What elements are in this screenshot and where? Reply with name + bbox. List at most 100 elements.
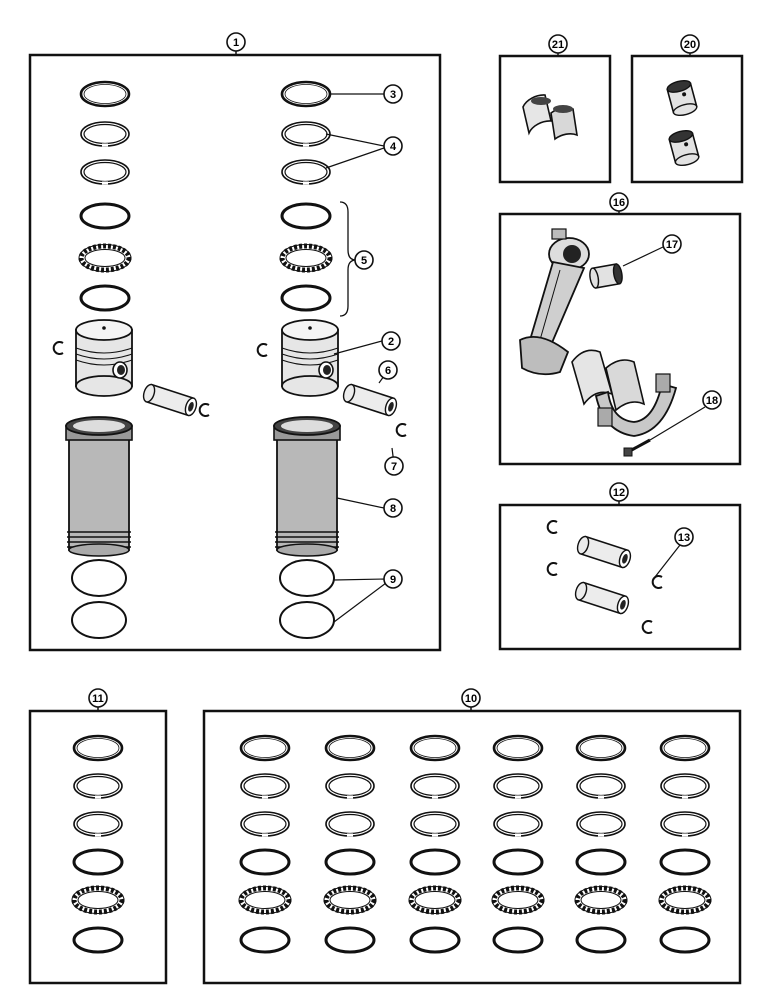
ring-set-3-ring-2 — [410, 773, 460, 799]
small-end-bushing — [589, 263, 623, 289]
bushing-upper — [666, 79, 698, 117]
callout-1: 1 — [226, 32, 246, 52]
rod-bearing-panel — [498, 52, 612, 184]
pin-retainers — [546, 520, 663, 634]
callout-12: 12 — [609, 482, 629, 502]
callout-12-label: 12 — [613, 487, 625, 499]
callout-6: 6 — [378, 360, 398, 380]
piston-pin-left — [142, 383, 198, 417]
bushing-panel — [630, 52, 744, 184]
leader-13 — [654, 544, 681, 578]
callout-17-label: 17 — [666, 239, 678, 251]
ring-set-5-ring-1 — [575, 734, 627, 762]
ring-set-6-ring-3 — [660, 811, 710, 837]
ring-set-1-ring-1 — [239, 734, 291, 762]
ring-5 — [71, 885, 125, 915]
ring-set-5-ring-3 — [576, 811, 626, 837]
piston-ring-right-6 — [280, 284, 332, 312]
callout-1-label: 1 — [233, 37, 239, 49]
callout-3: 3 — [383, 84, 403, 104]
sleeve-seal-right-2 — [279, 601, 335, 639]
retainer-right-a — [256, 343, 268, 357]
ring-set-1-ring-2 — [240, 773, 290, 799]
callout-5-label: 5 — [361, 255, 367, 267]
callout-16: 16 — [609, 192, 629, 212]
piston-right — [281, 319, 339, 397]
piston-ring-sets-panel — [202, 707, 742, 985]
ring-set-6-ring-6 — [659, 926, 711, 954]
bracket-5 — [339, 201, 357, 317]
ring-set-2-ring-5 — [323, 885, 377, 915]
callout-2-label: 2 — [388, 336, 394, 348]
callout-17: 17 — [662, 234, 682, 254]
piston-pin-2 — [574, 581, 630, 615]
piston-ring-left-6 — [79, 284, 131, 312]
callout-21-label: 21 — [552, 39, 564, 51]
cylinder-sleeve-right — [273, 416, 341, 557]
cylinder-sleeves — [65, 416, 341, 639]
piston-rings-left — [78, 80, 132, 312]
ring-set-4-ring-4 — [492, 848, 544, 876]
piston-ring-left-2 — [80, 121, 130, 147]
ring-sets-multiple — [238, 734, 712, 954]
leader-lines-box1 — [325, 93, 395, 623]
callout-21: 21 — [548, 34, 568, 54]
cylinder-sleeve-left — [65, 416, 133, 557]
piston-ring-right-3 — [281, 159, 331, 185]
ring-set-3-ring-1 — [409, 734, 461, 762]
piston-pin-right — [342, 383, 398, 417]
callout-13: 13 — [674, 527, 694, 547]
ring-4 — [72, 848, 124, 876]
connecting-rod — [519, 228, 590, 376]
callout-20: 20 — [680, 34, 700, 54]
callout-20-label: 20 — [684, 39, 696, 51]
rod-cap — [594, 373, 678, 437]
ring-2 — [73, 773, 123, 799]
ring-3 — [73, 811, 123, 837]
retainer-right-b — [395, 423, 407, 437]
pin-retainer-1 — [546, 520, 558, 534]
ring-set-5-ring-6 — [575, 926, 627, 954]
ring-set-5-ring-4 — [575, 848, 627, 876]
ring-set-6-ring-1 — [659, 734, 711, 762]
ring-set-4-ring-2 — [493, 773, 543, 799]
ring-set-1-ring-5 — [238, 885, 292, 915]
piston-ring-right-1 — [280, 80, 332, 108]
ring-set-4-ring-1 — [492, 734, 544, 762]
callout-5: 5 — [354, 250, 374, 270]
ring-set-5-ring-2 — [576, 773, 626, 799]
pin-retainer-4 — [641, 620, 653, 634]
callout-11: 11 — [88, 688, 108, 708]
piston-left — [75, 319, 133, 397]
piston-ring-right-4 — [280, 202, 332, 230]
leader-lines-box16 — [622, 246, 706, 441]
callout-2: 2 — [381, 331, 401, 351]
retainer-left-a — [52, 341, 64, 355]
callout-9: 9 — [383, 569, 403, 589]
ring-set-single — [71, 734, 125, 954]
piston-ring-right-5 — [279, 243, 333, 273]
ring-set-6-ring-5 — [658, 885, 712, 915]
bearing-shells — [522, 94, 579, 141]
piston-pin-kit-panel — [498, 501, 742, 651]
ring-set-1-ring-4 — [239, 848, 291, 876]
ring-6 — [72, 926, 124, 954]
sleeve-seal-left-1 — [71, 559, 127, 597]
callout-7: 7 — [384, 456, 404, 476]
ring-set-1-ring-6 — [239, 926, 291, 954]
ring-set-2-ring-6 — [324, 926, 376, 954]
pin-retainer-2 — [546, 562, 558, 576]
ring-set-2-ring-1 — [324, 734, 376, 762]
callout-3-label: 3 — [390, 89, 396, 101]
ring-set-2-ring-4 — [324, 848, 376, 876]
ring-set-6-ring-4 — [659, 848, 711, 876]
sleeve-seal-left-2 — [71, 601, 127, 639]
ring-set-3-ring-4 — [409, 848, 461, 876]
piston-pin-1 — [576, 535, 632, 569]
ring-set-2-ring-2 — [325, 773, 375, 799]
ring-set-4-ring-3 — [493, 811, 543, 837]
callout-18: 18 — [702, 390, 722, 410]
rod-bolt — [623, 438, 651, 457]
callout-4-label: 4 — [390, 141, 397, 153]
